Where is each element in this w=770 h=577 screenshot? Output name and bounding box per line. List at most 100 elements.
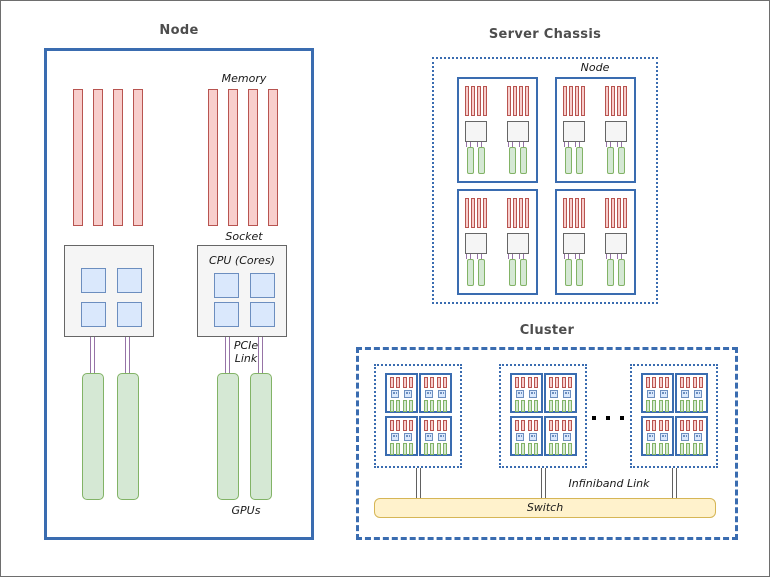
gpu-mini	[618, 147, 625, 174]
gpus-micro	[659, 400, 669, 412]
gpus-mini	[565, 147, 583, 174]
gpu-micro	[409, 400, 413, 412]
memory-bars-micro	[528, 420, 538, 431]
cpu-core-micro	[649, 435, 651, 437]
gpus-micro	[562, 443, 572, 455]
memory-bar-micro	[699, 420, 703, 431]
gpu-micro	[528, 443, 532, 455]
memory-bar	[248, 89, 258, 226]
gpus-micro	[562, 400, 572, 412]
cpu-core-mini	[567, 245, 573, 251]
ellipsis-dots	[592, 416, 624, 420]
socket-micro	[425, 433, 433, 441]
gpu-micro	[646, 443, 650, 455]
switch-bar: Switch	[374, 498, 716, 518]
memory-bar-mini	[465, 198, 469, 228]
cpu-core-micro	[393, 392, 395, 394]
cpu-core-micro	[440, 435, 442, 437]
socket-micro	[550, 433, 558, 441]
memory-bars-micro	[424, 377, 434, 388]
gpu-micro	[515, 400, 519, 412]
gpus-micro	[403, 443, 413, 455]
cpu-core-micro	[565, 435, 567, 437]
memory-bar-mini	[519, 198, 523, 228]
memory-bars-mini	[465, 86, 487, 116]
cpu-core-micro	[683, 392, 685, 394]
cluster-chassis	[499, 364, 587, 468]
gpus-mini	[607, 259, 625, 286]
memory-bars-mini	[465, 198, 487, 228]
socket-mini	[465, 233, 487, 254]
memory-bar-micro	[396, 420, 400, 431]
cpu-core-micro	[393, 435, 395, 437]
pcie-pair-mini	[575, 142, 580, 147]
socket-micro	[563, 433, 571, 441]
memory-bar-mini	[465, 86, 469, 116]
memory-bars-micro	[515, 420, 525, 431]
cpu-core-micro	[651, 392, 653, 394]
memory-bars-mini	[507, 86, 529, 116]
gpu-micro	[699, 443, 703, 455]
memory-bar-micro	[665, 377, 669, 388]
memory-bars-micro	[549, 377, 559, 388]
cpu-core-micro	[442, 435, 444, 437]
cpu-core-micro	[696, 392, 698, 394]
cluster-node	[385, 416, 418, 456]
memory-bars-micro	[562, 420, 572, 431]
gpu-card	[117, 373, 139, 500]
cluster-panel-title: Cluster	[519, 323, 575, 338]
pcie-link-label: PCIe Link	[215, 339, 277, 365]
memory-bars-micro	[646, 377, 656, 388]
pcie-pair-mini	[617, 254, 622, 259]
cpu-core-mini	[567, 237, 573, 243]
ellipsis-dot	[606, 416, 610, 420]
memory-bars-micro	[562, 377, 572, 388]
gpu-mini	[478, 147, 485, 174]
memory-bars-micro	[515, 377, 525, 388]
memory-bar-micro	[534, 377, 538, 388]
gpu-micro	[652, 400, 656, 412]
gpu-micro	[659, 400, 663, 412]
ellipsis-dot	[592, 416, 596, 420]
cpu-core-mini	[609, 237, 615, 243]
cpu-core-micro	[662, 392, 664, 394]
socket-mini	[605, 121, 627, 142]
memory-bar-micro	[686, 420, 690, 431]
cpu-core-micro	[696, 435, 698, 437]
memory-group-right	[208, 89, 278, 226]
socket-micro	[425, 390, 433, 398]
gpus-micro	[528, 400, 538, 412]
switch-label: Switch	[526, 501, 564, 514]
node-panel-title: Node	[159, 23, 199, 38]
cluster-node	[544, 373, 577, 413]
memory-group-left	[73, 89, 143, 226]
cluster-node	[675, 416, 708, 456]
cpu-core-mini	[567, 133, 573, 139]
gpus-micro	[403, 400, 413, 412]
cpu-core-micro	[531, 435, 533, 437]
memory-bar-micro	[528, 377, 532, 388]
cpu-core-micro	[531, 392, 533, 394]
socket-label: Socket	[225, 230, 263, 243]
pcie-pair-mini	[477, 142, 482, 147]
gpu-micro	[390, 443, 394, 455]
pcie-label-line2: Link	[234, 352, 258, 365]
gpu-mini	[467, 259, 474, 286]
socket-micro	[647, 433, 655, 441]
gpu-micro	[437, 400, 441, 412]
infiniband-link-pair	[672, 468, 677, 498]
chassis-panel-title: Server Chassis	[488, 27, 602, 42]
gpus-micro	[424, 400, 434, 412]
memory-bar-mini	[513, 198, 517, 228]
cpu-core-mini	[618, 237, 624, 243]
memory-bar-mini	[617, 86, 621, 116]
gpus-micro	[680, 400, 690, 412]
gpu-card	[250, 373, 272, 500]
cpu-core-micro	[520, 392, 522, 394]
socket-micro	[438, 390, 446, 398]
memory-bar-micro	[555, 420, 559, 431]
cpu-core-mini	[478, 237, 484, 243]
memory-bar-micro	[443, 420, 447, 431]
socket-micro	[404, 390, 412, 398]
memory-bars-mini	[563, 86, 585, 116]
